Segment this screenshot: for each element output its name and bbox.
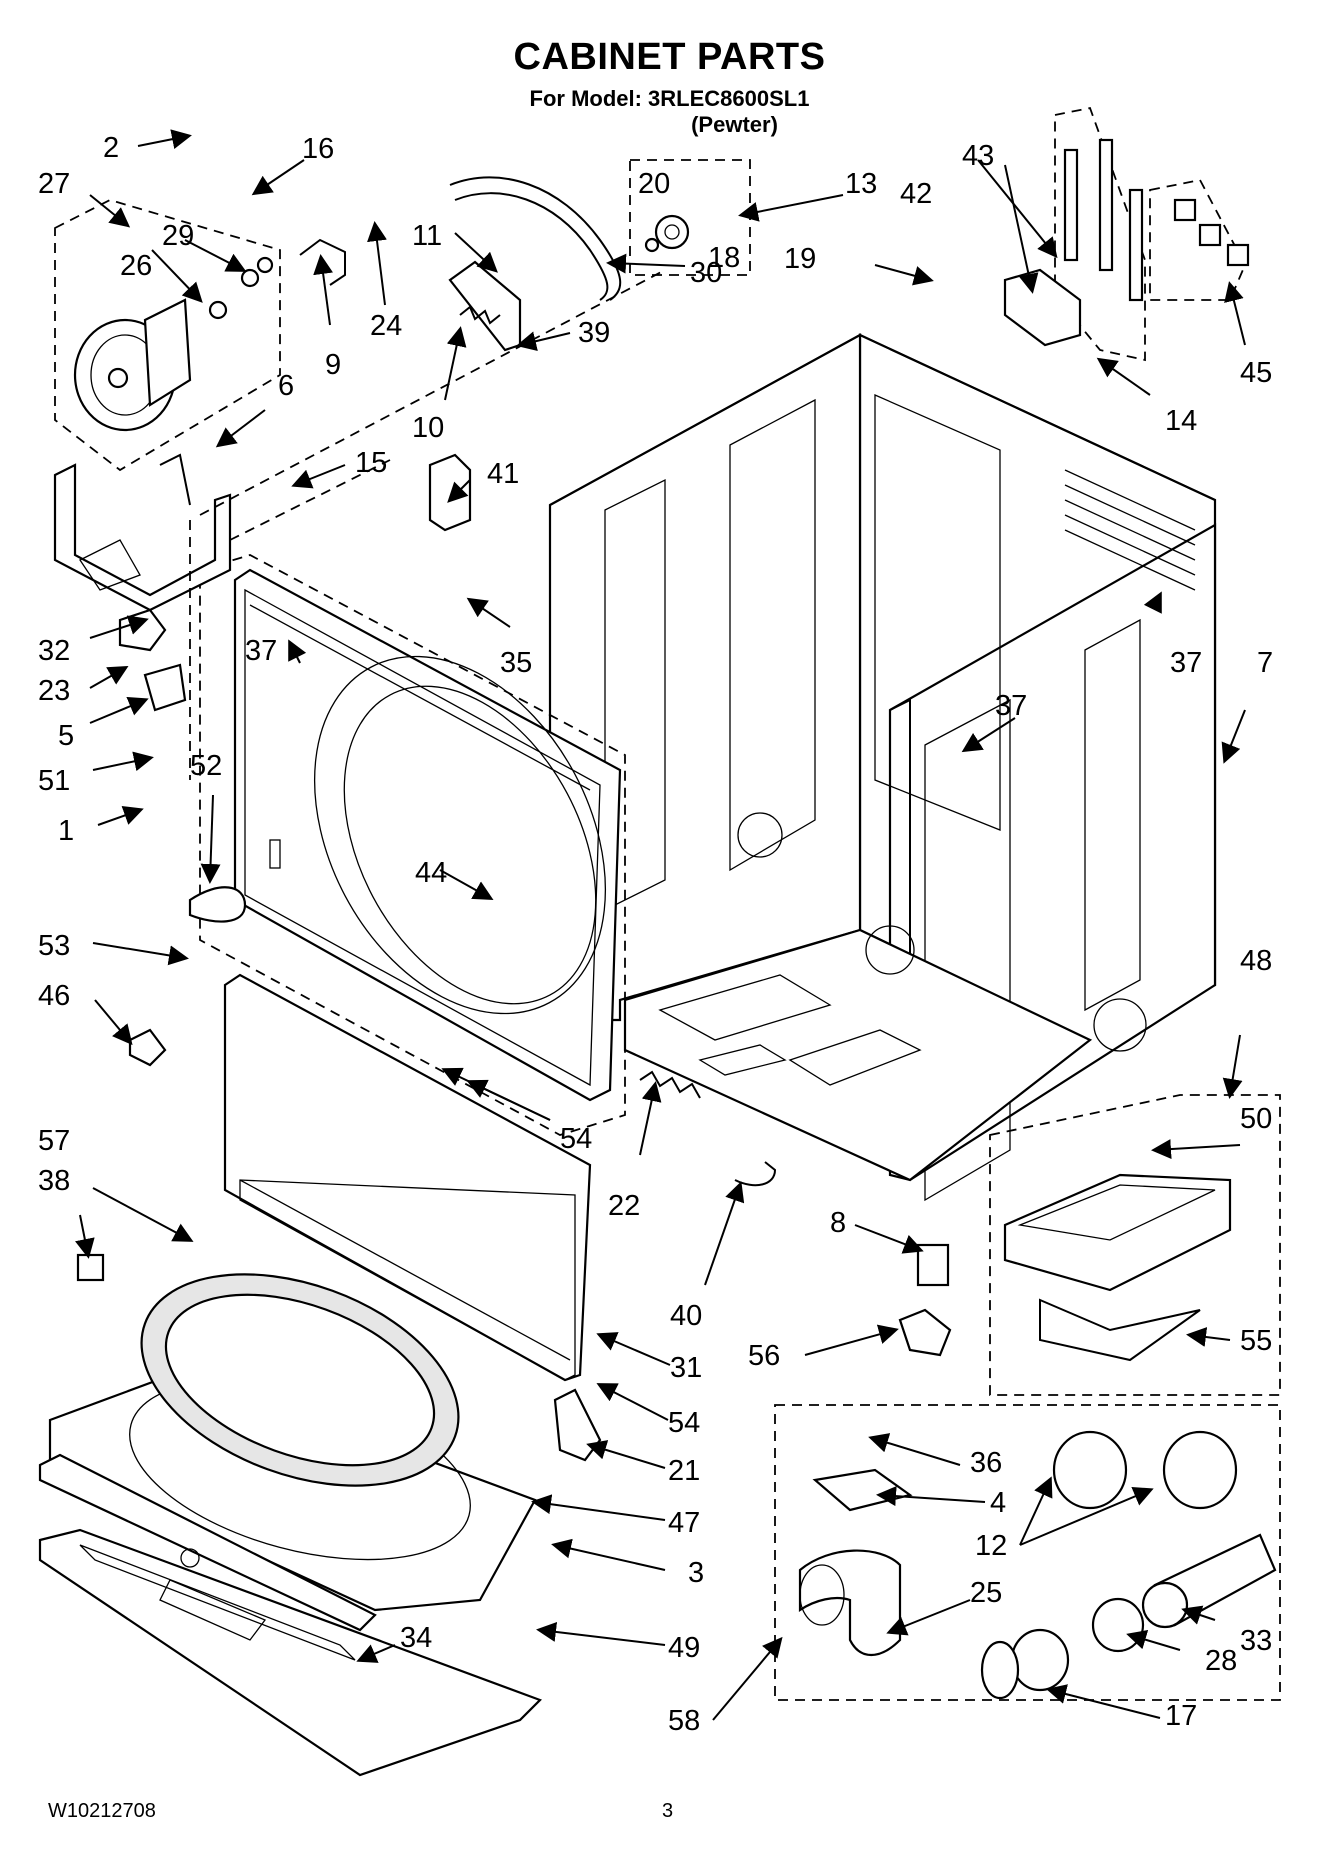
callout-52: 52 xyxy=(190,750,222,782)
callout-12: 12 xyxy=(975,1530,1007,1562)
callout-11: 11 xyxy=(412,220,442,252)
callout-49: 49 xyxy=(668,1632,700,1664)
model-line: For Model: 3RLEC8600SL1 xyxy=(529,86,810,111)
callout-24: 24 xyxy=(370,310,402,342)
motor-assembly xyxy=(54,199,346,472)
page-number: 3 xyxy=(662,1800,674,1822)
callout-37a: 37 xyxy=(245,635,277,667)
callout-38: 38 xyxy=(38,1165,70,1197)
callout-4: 4 xyxy=(990,1487,1006,1519)
callout-50: 50 xyxy=(1240,1103,1272,1135)
callout-41: 41 xyxy=(487,458,519,490)
document-number: W10212708 xyxy=(48,1800,156,1822)
callout-1: 1 xyxy=(58,815,74,847)
callout-51: 51 xyxy=(38,765,70,797)
callout-9: 9 xyxy=(325,349,341,381)
callout-6: 6 xyxy=(278,370,294,402)
back-vents xyxy=(1064,469,1196,591)
callout-48: 48 xyxy=(1240,945,1272,977)
callout-42: 42 xyxy=(900,178,932,210)
callout-25: 25 xyxy=(970,1577,1002,1609)
callout-19: 19 xyxy=(784,243,816,275)
callout-33: 33 xyxy=(1240,1625,1272,1657)
toe-panel xyxy=(223,973,592,1382)
callout-8: 8 xyxy=(830,1207,846,1239)
callout-13: 13 xyxy=(845,168,877,200)
callout-54a: 54 xyxy=(560,1123,592,1155)
callout-26: 26 xyxy=(120,250,152,282)
callout-2: 2 xyxy=(103,132,119,164)
callout-20: 20 xyxy=(638,168,670,200)
callout-3: 3 xyxy=(688,1557,704,1589)
callout-29: 29 xyxy=(162,220,194,252)
callout-labels: 2 16 27 29 26 9 24 11 20 18 13 30 39 19 … xyxy=(38,132,1273,1737)
callout-46: 46 xyxy=(38,980,70,1012)
leader-lines xyxy=(75,129,1246,1721)
callout-37c: 37 xyxy=(995,690,1027,722)
callout-57: 57 xyxy=(38,1125,70,1157)
callout-53: 53 xyxy=(38,930,70,962)
callout-36: 36 xyxy=(970,1447,1002,1479)
model-variant: (Pewter) xyxy=(691,112,778,137)
callout-28: 28 xyxy=(1205,1645,1237,1677)
page-title: CABINET PARTS xyxy=(513,36,826,78)
callout-54b: 54 xyxy=(668,1407,700,1439)
callout-5: 5 xyxy=(58,720,74,752)
callout-10: 10 xyxy=(412,412,444,444)
callout-44: 44 xyxy=(415,857,447,889)
callout-40: 40 xyxy=(670,1300,702,1332)
callout-7: 7 xyxy=(1257,647,1273,679)
callout-22: 22 xyxy=(608,1190,640,1222)
rear-bracket xyxy=(53,453,232,612)
callout-34: 34 xyxy=(400,1622,432,1654)
callout-30: 30 xyxy=(690,257,722,289)
callout-37b: 37 xyxy=(1170,647,1202,679)
callout-18: 18 xyxy=(708,242,740,274)
callout-39: 39 xyxy=(578,317,610,349)
callout-55: 55 xyxy=(1240,1325,1272,1357)
callout-56: 56 xyxy=(748,1340,780,1372)
callout-35: 35 xyxy=(500,647,532,679)
callout-58: 58 xyxy=(668,1705,700,1737)
callout-15: 15 xyxy=(355,447,387,479)
callout-45: 45 xyxy=(1240,357,1272,389)
callout-31: 31 xyxy=(670,1352,702,1384)
front-panel xyxy=(233,568,622,1102)
callout-43: 43 xyxy=(962,140,994,172)
callout-23: 23 xyxy=(38,675,70,707)
callout-14: 14 xyxy=(1165,405,1197,437)
callout-32: 32 xyxy=(38,635,70,667)
callout-21: 21 xyxy=(668,1455,700,1487)
callout-47: 47 xyxy=(668,1507,700,1539)
base-assembly xyxy=(38,1368,542,1777)
door-seal xyxy=(140,1273,460,1487)
callout-17: 17 xyxy=(1165,1700,1197,1732)
callout-27: 27 xyxy=(38,168,70,200)
callout-16: 16 xyxy=(302,133,334,165)
belt xyxy=(449,176,622,301)
cabinet xyxy=(548,333,1217,1202)
